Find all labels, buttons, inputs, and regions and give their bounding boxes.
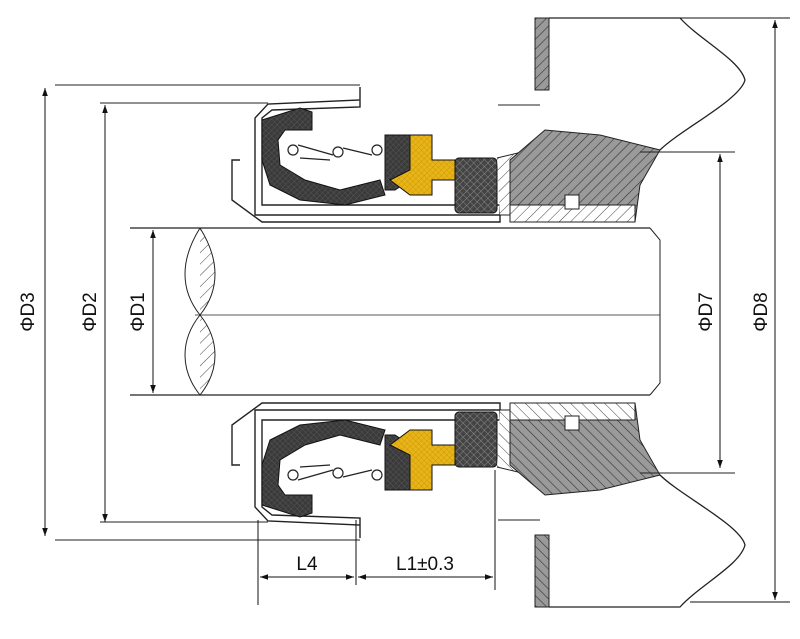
seal-bottom-half [54, 402, 746, 608]
shaft [130, 227, 661, 396]
dim-d2-label: ΦD2 [80, 292, 101, 331]
dim-d7-label: ΦD7 [696, 292, 717, 331]
dim-d3-label: ΦD3 [18, 292, 39, 331]
dim-d1-label: ΦD1 [128, 292, 149, 331]
seal-top-half [54, 17, 746, 223]
dim-d8-label: ΦD8 [751, 292, 772, 331]
dim-l4-label: L4 [296, 554, 318, 575]
dim-l1-label: L1±0.3 [396, 554, 454, 575]
dimension-lines [42, 17, 790, 605]
